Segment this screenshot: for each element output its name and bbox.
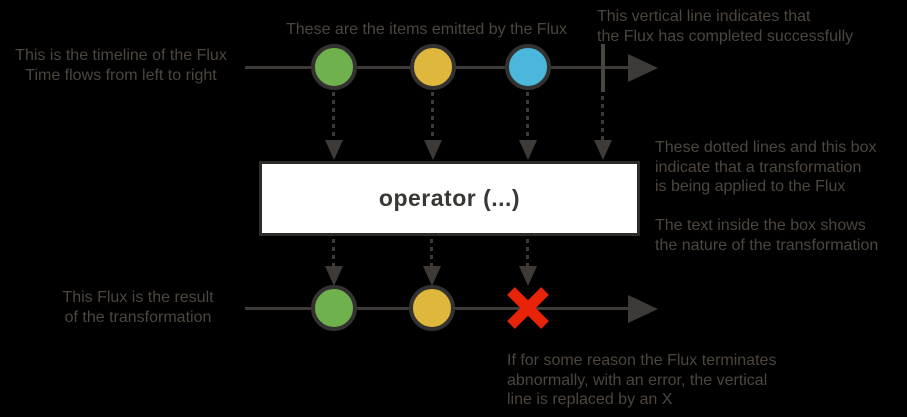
complete-marker [601, 44, 605, 92]
transformation-annotation: These dotted lines and this box indicate… [655, 139, 877, 195]
error-annotation: If for some reason the Flux terminates a… [507, 352, 777, 408]
box-text-annotation: The text inside the box shows the nature… [655, 217, 879, 254]
items-annotation: These are the items emitted by the Flux [286, 21, 568, 38]
dotted-line-input-1 [332, 92, 335, 140]
dotted-arrowhead-input-2 [424, 140, 442, 160]
dotted-arrowhead-input-1 [325, 140, 343, 160]
dotted-line-input-3 [526, 92, 529, 140]
dotted-arrowhead-output-1 [325, 266, 343, 286]
output-item-yellow-circle [409, 285, 455, 331]
dotted-line-input-complete [601, 96, 604, 140]
dotted-line-output-1 [332, 239, 335, 267]
complete-annotation: This vertical line indicates that the Fl… [597, 8, 854, 45]
dotted-arrowhead-output-2 [423, 266, 441, 286]
dotted-arrowhead-input-3 [519, 140, 537, 160]
dotted-arrowhead-output-error [519, 266, 537, 286]
error-x-icon [507, 287, 549, 329]
input-timeline-arrow-icon [628, 54, 658, 82]
operator-box: operator (...) [259, 161, 640, 236]
dotted-arrowhead-input-complete [594, 140, 612, 160]
timeline-annotation: This is the timeline of the Flux Time fl… [15, 47, 227, 84]
operator-box-label: operator (...) [378, 185, 521, 211]
output-item-green-circle [311, 285, 357, 331]
input-item-yellow-circle [410, 44, 456, 90]
dotted-line-output-2 [430, 239, 433, 267]
dotted-line-output-error [526, 239, 529, 267]
dotted-line-input-2 [431, 92, 434, 140]
result-annotation: This Flux is the result of the transform… [62, 289, 214, 326]
output-timeline-arrow-icon [628, 295, 658, 323]
input-item-green-circle [311, 44, 357, 90]
input-item-blue-circle [505, 44, 551, 90]
